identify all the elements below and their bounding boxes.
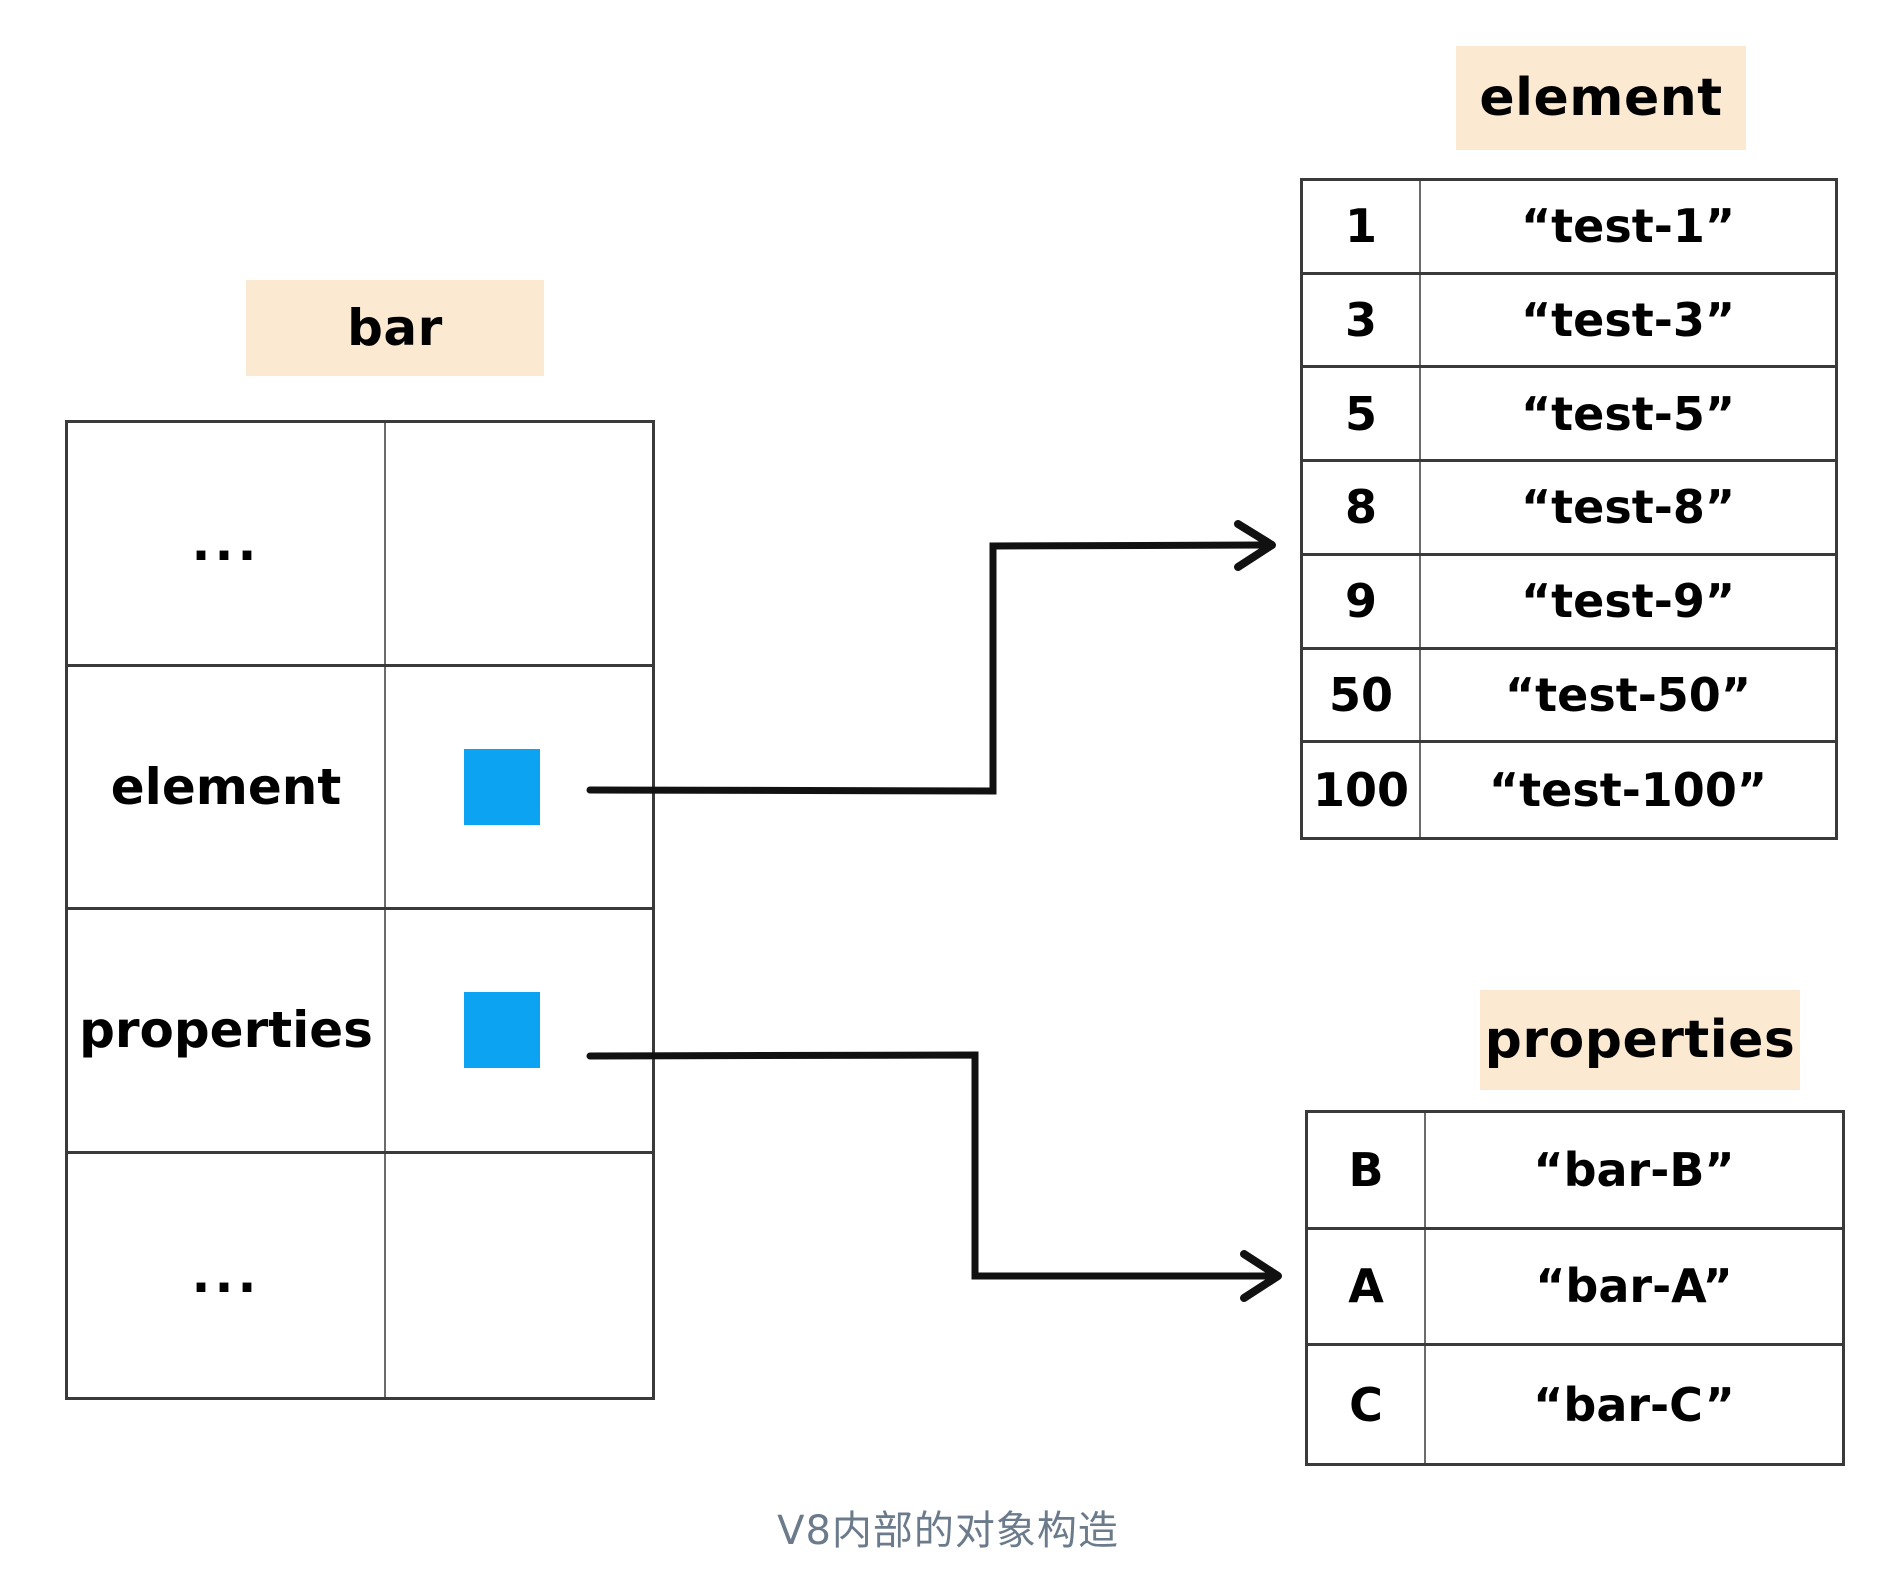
properties-row-value: “bar-A” <box>1535 1259 1733 1314</box>
element-row-key: 9 <box>1303 555 1421 647</box>
element-row-value: “test-8” <box>1520 480 1736 535</box>
bar-object-table: ... element properties ... <box>65 420 655 1400</box>
diagram-caption: V8内部的对象构造 <box>777 1508 1119 1554</box>
table-row: 8 “test-8” <box>1303 462 1835 556</box>
table-row: properties <box>68 910 652 1154</box>
table-row: A “bar-A” <box>1308 1229 1842 1347</box>
element-row-key: 100 <box>1303 743 1421 837</box>
table-row: ... <box>68 1153 652 1398</box>
element-row-value: “test-1” <box>1520 199 1736 254</box>
properties-pointer-box <box>464 992 540 1069</box>
table-row: 100 “test-100” <box>1303 743 1835 837</box>
properties-row-key: C <box>1308 1346 1426 1463</box>
element-table-title-label: element <box>1479 68 1723 128</box>
table-row: 9 “test-9” <box>1303 555 1835 650</box>
element-row-key: 8 <box>1303 462 1421 553</box>
element-pointer-box <box>464 748 540 825</box>
element-row-value: “test-3” <box>1520 293 1736 348</box>
properties-connector-arrow <box>586 1051 1272 1280</box>
properties-connector-arrowhead <box>1240 1250 1282 1302</box>
bar-row-key: properties <box>68 910 386 1151</box>
table-row: ... <box>68 423 652 667</box>
element-connector-arrowhead <box>1234 520 1276 571</box>
element-row-value: “test-9” <box>1520 574 1736 629</box>
element-row-key: 50 <box>1303 649 1421 741</box>
element-table-title: element <box>1456 46 1746 150</box>
bar-row-key: ... <box>68 1153 386 1397</box>
bar-row-key: ... <box>68 423 386 664</box>
table-row: B “bar-B” <box>1308 1113 1842 1230</box>
element-table: 1 “test-1” 3 “test-3” 5 “test-5” 8 “test… <box>1300 178 1838 840</box>
element-row-value: “test-50” <box>1504 667 1752 722</box>
table-row: 5 “test-5” <box>1303 368 1835 463</box>
bar-row-value <box>386 1154 652 1398</box>
bar-row-value <box>386 910 652 1151</box>
bar-row-value <box>386 423 652 664</box>
element-row-key: 5 <box>1303 368 1421 460</box>
bar-row-key: element <box>68 666 386 907</box>
table-row: 1 “test-1” <box>1303 181 1835 275</box>
element-row-key: 3 <box>1303 274 1421 366</box>
table-row: 3 “test-3” <box>1303 274 1835 369</box>
properties-row-key: B <box>1308 1113 1426 1227</box>
properties-row-value: “bar-B” <box>1533 1142 1735 1197</box>
bar-row-value <box>386 667 652 908</box>
element-row-value: “test-5” <box>1520 386 1736 441</box>
table-row: element <box>68 666 652 910</box>
element-row-value: “test-100” <box>1488 763 1768 818</box>
properties-row-value: “bar-C” <box>1533 1377 1735 1432</box>
element-row-key: 1 <box>1303 181 1421 272</box>
table-row: 50 “test-50” <box>1303 649 1835 744</box>
bar-object-title-label: bar <box>347 299 443 357</box>
properties-table-title-label: properties <box>1484 1010 1796 1070</box>
bar-object-title: bar <box>246 280 544 376</box>
properties-row-key: A <box>1308 1229 1426 1344</box>
properties-table-title: properties <box>1480 990 1800 1090</box>
properties-table: B “bar-B” A “bar-A” C “bar-C” <box>1305 1110 1845 1466</box>
table-row: C “bar-C” <box>1308 1346 1842 1463</box>
element-connector-arrow <box>586 541 1266 795</box>
